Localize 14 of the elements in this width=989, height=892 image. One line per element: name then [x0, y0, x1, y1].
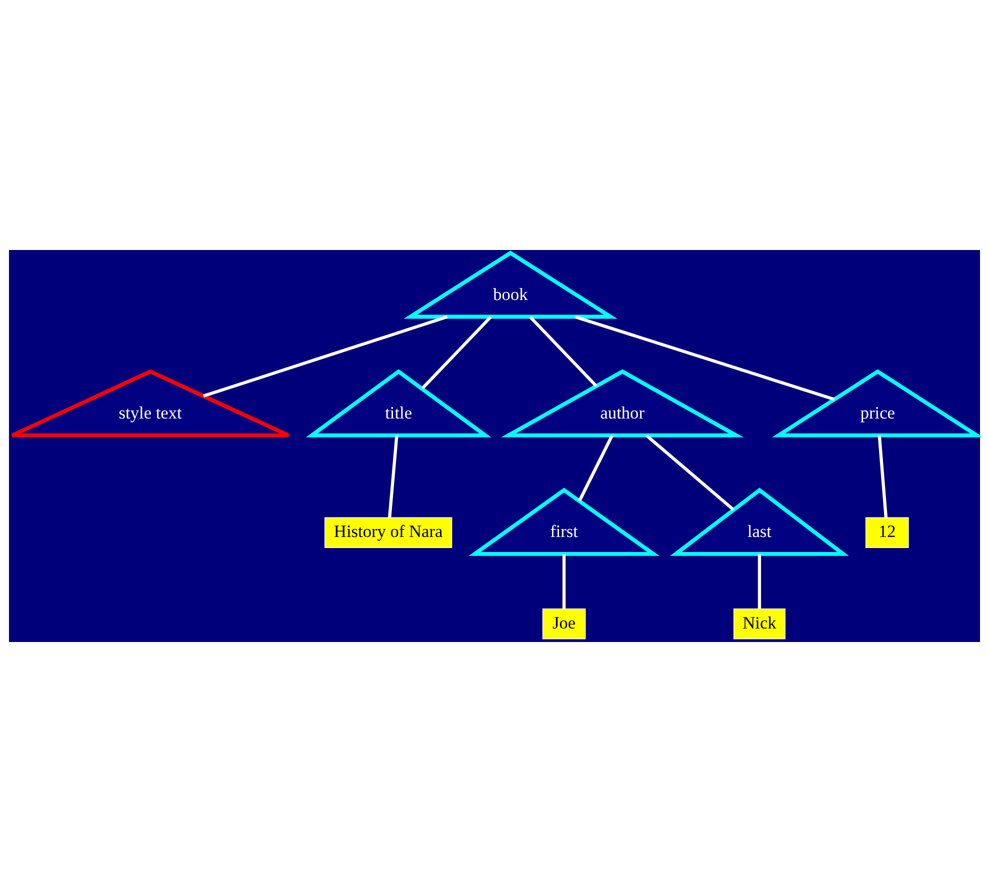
connector: [202, 315, 448, 398]
connector: [388, 435, 398, 518]
node-box: History of Nara: [324, 517, 452, 548]
connector: [574, 315, 835, 401]
connector: [878, 435, 888, 518]
connector: [562, 554, 566, 609]
connector: [758, 554, 762, 609]
connector: [578, 434, 614, 502]
node-box: Nick: [733, 608, 786, 640]
node-box: Joe: [542, 608, 586, 640]
node-box: 12: [865, 517, 909, 548]
connector: [646, 434, 734, 511]
connector: [529, 316, 598, 388]
connector: [421, 316, 492, 390]
